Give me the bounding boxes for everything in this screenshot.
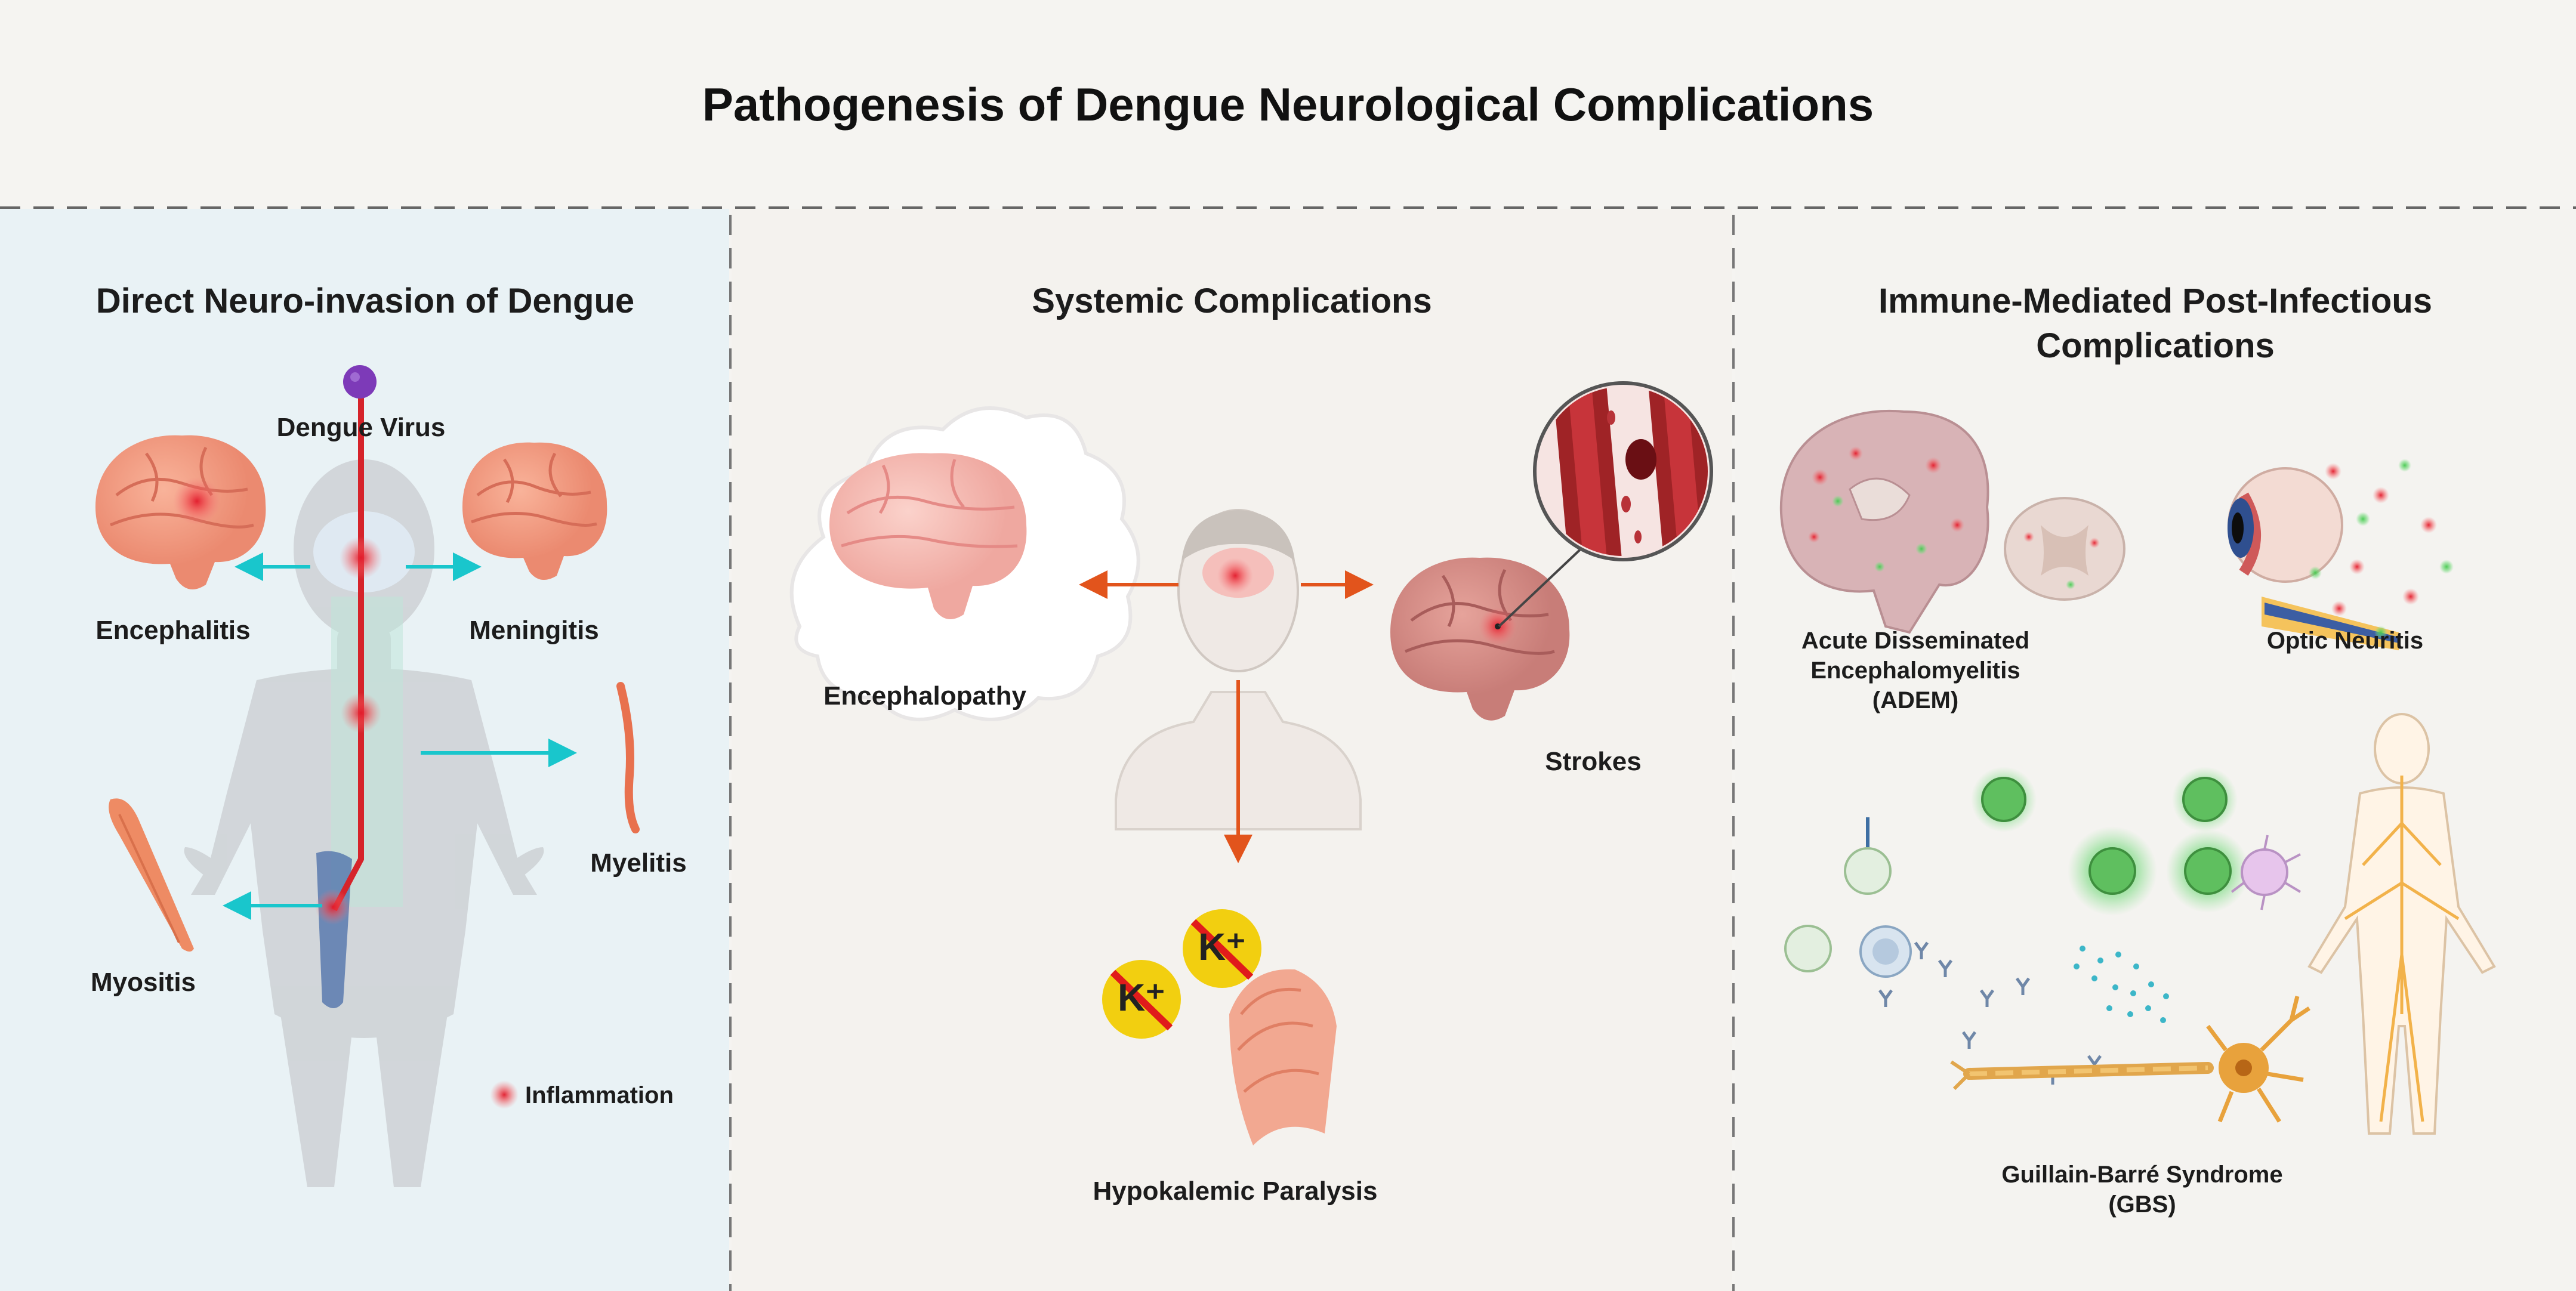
label-adem-l3: (ADEM) [1872,687,1959,714]
inflammation-spot [1217,558,1253,594]
inflammation-legend-icon [490,1080,519,1109]
shoulder-muscle-illustration [1229,969,1337,1145]
label-hypokalemic-paralysis: Hypokalemic Paralysis [1093,1176,1378,1206]
heading-systemic-complications: Systemic Complications [1032,282,1432,320]
stroke-brain [1390,557,1570,721]
nervous-system-body [2307,713,2496,1135]
label-meningitis: Meningitis [469,616,599,645]
inflammation-spot [341,693,381,733]
spinal-cord-cross-section [2004,497,2125,601]
label-adem-l2: Encephalomyelitis [1810,657,2020,684]
label-myelitis: Myelitis [590,848,687,878]
heading-immune-mediated-l2: Complications [2036,326,2275,365]
page-title: Pathogenesis of Dengue Neurological Comp… [702,78,1874,131]
label-dengue-virus: Dengue Virus [276,413,446,442]
encephalitis-brain [95,435,266,589]
potassium-label-2: K⁺ [1118,976,1165,1019]
potassium-icon-1 [1183,909,1261,988]
label-adem-l1: Acute Disseminated [1801,628,2030,654]
heading-direct-neuroinvasion: Direct Neuro-invasion of Dengue [95,282,635,320]
label-encephalitis: Encephalitis [95,616,251,645]
label-strokes: Strokes [1545,747,1642,776]
neuron-illustration [1950,996,2310,1123]
inflammation-spot [315,889,351,925]
adem-brain-section [1779,410,1989,634]
right-panel-bg [1735,209,2576,1291]
eye-illustration [2228,467,2399,650]
optic-inflammation-dots [2309,459,2454,639]
dengue-virus-icon [343,365,377,399]
label-gbs-l2: (GBS) [2108,1191,2176,1218]
legend-inflammation-label: Inflammation [525,1082,674,1108]
heading-immune-mediated-l1: Immune-Mediated Post-Infectious [1878,282,2433,320]
myelitis-spinal-cord [616,682,640,833]
meningitis-brain [462,442,607,580]
inflammation-spot [340,536,382,579]
zoom-pointer [1498,542,1588,628]
label-optic-neuritis: Optic Neuritis [2266,628,2424,654]
label-myositis: Myositis [90,968,196,997]
immune-cells-illustration [1784,767,2302,978]
label-encephalopathy: Encephalopathy [823,681,1026,711]
potassium-label-1: K⁺ [1198,925,1246,968]
encephalopathy-illustration [789,406,1140,721]
potassium-icon-2 [1102,960,1181,1039]
label-gbs-l1: Guillain-Barré Syndrome [2001,1162,2283,1188]
cytokine-particles [2074,946,2169,1023]
